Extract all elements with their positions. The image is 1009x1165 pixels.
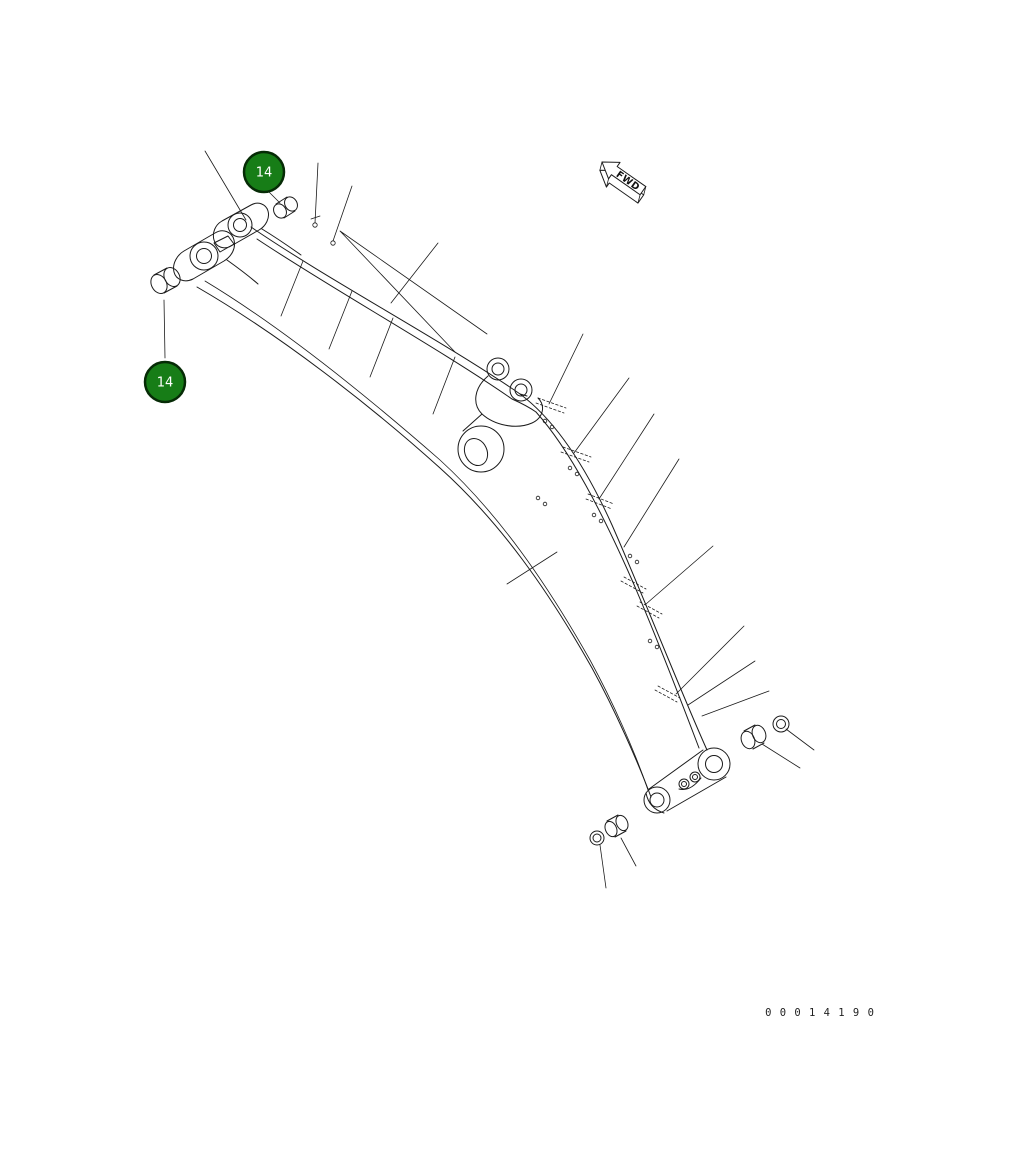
callout-balloon-14-left[interactable]: 14 — [143, 360, 187, 404]
fwd-marker: FWD — [599, 161, 647, 204]
callout-label: 14 — [256, 166, 273, 181]
drawing-number: 0 0 0 1 4 1 9 0 — [765, 1007, 875, 1019]
callout-balloon-14-top[interactable]: 14 — [242, 150, 286, 194]
boom-body — [196, 226, 708, 798]
cylinder-mount-bracket — [457, 357, 544, 473]
fwd-arrow-extrusion — [599, 161, 647, 204]
bushing-foot-lower[interactable] — [148, 265, 184, 297]
bushing-tip-right[interactable] — [739, 715, 790, 751]
fwd-arrow-icon — [601, 161, 647, 196]
bushing-tip-bottom[interactable] — [589, 813, 630, 846]
shim-strips — [535, 397, 681, 703]
callout-circle[interactable] — [143, 360, 187, 404]
leader-lines — [163, 150, 815, 889]
boom-foot-clevis — [173, 202, 302, 285]
boom-tip-clevis — [643, 747, 731, 814]
callout-circle[interactable] — [242, 150, 286, 194]
callout-label: 14 — [157, 376, 174, 391]
bolt-heads — [310, 215, 660, 650]
boom-assembly — [173, 202, 731, 814]
bushing-foot-upper[interactable] — [271, 194, 300, 220]
